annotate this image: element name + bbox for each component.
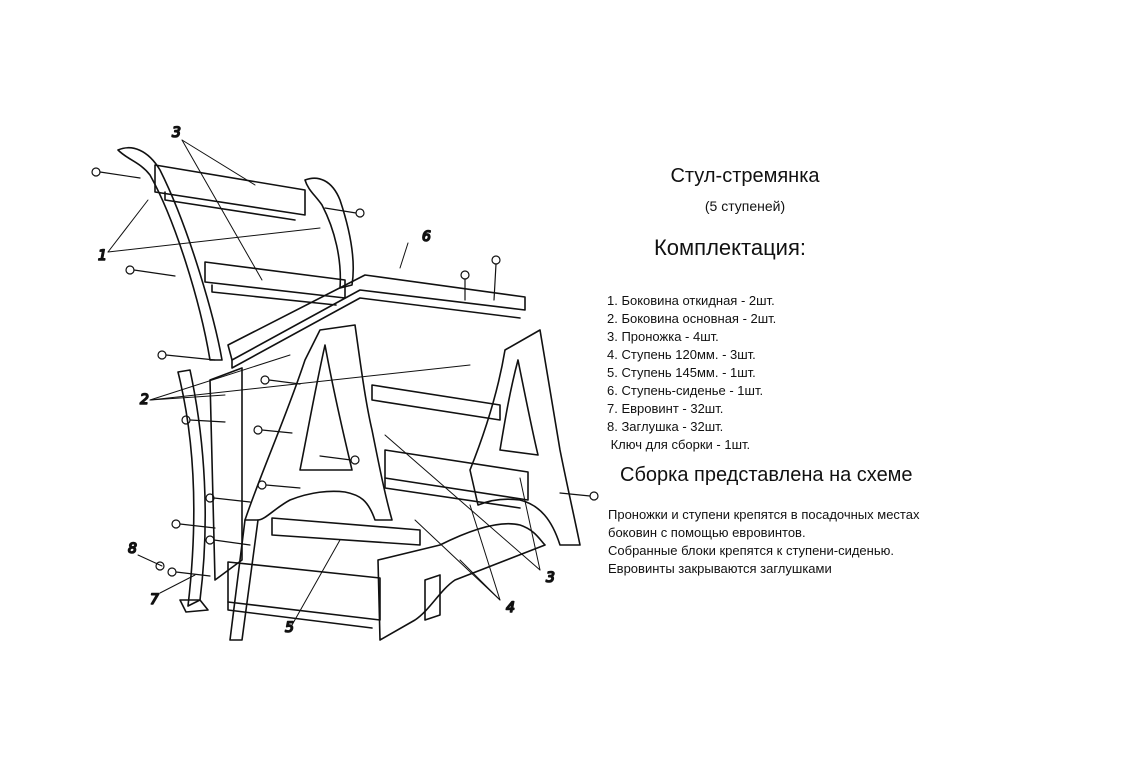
main-side-panel-front bbox=[229, 324, 393, 641]
kit-item: 1. Боковина откидная - 2шт. bbox=[607, 293, 775, 308]
note-line: Евровинты закрываются заглушками bbox=[608, 561, 832, 576]
kit-list: 1. Боковина откидная - 2шт. 2. Боковина … bbox=[607, 292, 776, 454]
steps-120mm bbox=[271, 384, 529, 546]
assembly-notes: Проножки и ступени крепятся в посадочных… bbox=[608, 506, 919, 578]
note-line: Проножки и ступени крепятся в посадочных… bbox=[608, 507, 920, 522]
kit-heading: Комплектация: bbox=[653, 235, 806, 260]
callout-6: 6 bbox=[422, 229, 431, 245]
kit-item: 2. Боковина основная - 2шт. bbox=[607, 311, 777, 326]
callout-1: 1 bbox=[98, 248, 107, 264]
main-side-panel-back bbox=[469, 329, 581, 546]
callout-7: 7 bbox=[150, 592, 159, 608]
kit-item: 3. Проножка - 4шт. bbox=[607, 329, 719, 344]
callout-leaders bbox=[107, 139, 541, 626]
kit-item: Ключ для сборки - 1шт. bbox=[607, 437, 751, 452]
assembly-heading: Сборка представлена на схеме bbox=[620, 464, 913, 486]
kit-item: 4. Ступень 120мм. - 3шт. bbox=[607, 347, 756, 362]
note-line: Собранные блоки крепятся к ступени-сиден… bbox=[608, 543, 894, 558]
callout-5: 5 bbox=[285, 620, 294, 636]
callout-2: 2 bbox=[140, 392, 149, 408]
callout-8: 8 bbox=[128, 541, 137, 557]
folding-side-panel-left bbox=[117, 146, 223, 613]
upper-stretchers bbox=[154, 164, 346, 306]
folding-side-panel-right bbox=[304, 177, 355, 289]
kit-item: 6. Ступень-сиденье - 1шт. bbox=[607, 383, 764, 398]
callout-3-top: 3 bbox=[172, 125, 181, 141]
callout-4: 4 bbox=[506, 600, 515, 616]
kit-item: 8. Заглушка - 32шт. bbox=[607, 419, 724, 434]
product-subtitle: (5 ступеней) bbox=[704, 198, 786, 214]
side-panel-left-lower bbox=[209, 367, 243, 581]
kit-item: 5. Ступень 145мм. - 1шт. bbox=[607, 365, 756, 380]
product-title: Стул-стремянка bbox=[670, 165, 820, 187]
kit-item: 7. Евровинт - 32шт. bbox=[607, 401, 724, 416]
callout-3-bottom: 3 bbox=[546, 570, 555, 586]
eurovint-screws bbox=[91, 167, 599, 577]
note-line: боковин с помощью евровинтов. bbox=[608, 525, 806, 540]
seat-step bbox=[227, 274, 526, 369]
lower-side-frame-right bbox=[377, 522, 546, 641]
